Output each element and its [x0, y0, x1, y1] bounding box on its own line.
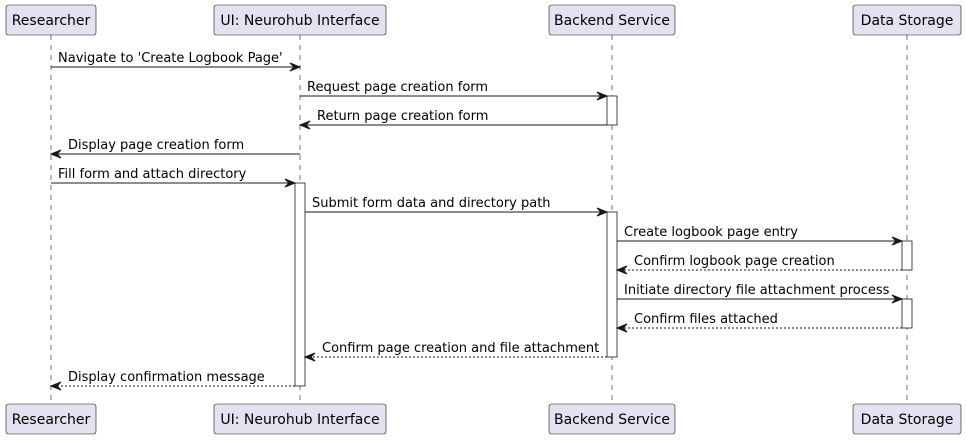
message-1: Navigate to 'Create Logbook Page' [51, 51, 302, 72]
participant-box [852, 403, 962, 435]
message-3: Return page creation form [298, 109, 607, 130]
participant-label: UI: Neurohub Interface [220, 13, 379, 29]
message-label: Navigate to 'Create Logbook Page' [58, 51, 283, 66]
participant-backend-bottom: Backend Service [548, 403, 676, 435]
participant-ui-top: UI: Neurohub Interface [213, 4, 387, 36]
arrowhead-icon [289, 62, 302, 72]
arrowhead-icon [891, 236, 904, 246]
participant-label: Researcher [12, 412, 91, 428]
message-label: Submit form data and directory path [312, 196, 551, 211]
arrowhead-icon [891, 294, 904, 304]
participant-researcher-bottom: Researcher [5, 403, 97, 435]
participant-box [548, 403, 676, 435]
message-label: Fill form and attach directory [58, 167, 247, 182]
participant-storage-bottom: Data Storage [852, 403, 962, 435]
message-5: Fill form and attach directory [51, 167, 297, 188]
message-8: Confirm logbook page creation [615, 254, 902, 275]
participant-backend-top: Backend Service [548, 4, 676, 36]
activation-bar-storage [901, 298, 913, 329]
message-2: Request page creation form [300, 80, 609, 101]
participant-ui-bottom: UI: Neurohub Interface [213, 403, 387, 435]
arrowhead-icon [49, 381, 62, 391]
message-label: Initiate directory file attachment proce… [624, 283, 890, 298]
message-9: Initiate directory file attachment proce… [617, 283, 904, 304]
activation-bar-ui [294, 182, 306, 387]
arrowhead-icon [49, 149, 62, 159]
message-label: Display confirmation message [68, 370, 265, 385]
activation-bars [294, 95, 913, 387]
participant-label: Data Storage [861, 13, 954, 29]
message-label: Create logbook page entry [624, 225, 798, 240]
arrowhead-icon [298, 120, 311, 130]
arrowhead-icon [596, 207, 609, 217]
message-4: Display page creation form [49, 138, 300, 159]
participant-label: Backend Service [554, 13, 670, 29]
participant-researcher-top: Researcher [5, 4, 97, 36]
participant-label: Researcher [12, 13, 91, 29]
participant-label: Data Storage [861, 412, 954, 428]
arrowhead-icon [284, 178, 297, 188]
message-12: Display confirmation message [49, 370, 295, 391]
arrowhead-icon [303, 352, 316, 362]
participant-box [852, 4, 962, 36]
participant-label: UI: Neurohub Interface [220, 412, 379, 428]
participant-box [5, 403, 97, 435]
message-label: Request page creation form [307, 80, 488, 95]
message-10: Confirm files attached [615, 312, 902, 333]
message-11: Confirm page creation and file attachmen… [303, 341, 607, 362]
messages: Navigate to 'Create Logbook Page' Request… [49, 51, 904, 391]
arrowhead-icon [615, 265, 628, 275]
message-label: Return page creation form [317, 109, 488, 124]
arrowhead-icon [615, 323, 628, 333]
participant-box [213, 4, 387, 36]
message-label: Confirm page creation and file attachmen… [322, 341, 599, 356]
message-6: Submit form data and directory path [305, 196, 609, 217]
activation-bar-backend [606, 95, 618, 126]
participant-box [213, 403, 387, 435]
participant-box [548, 4, 676, 36]
message-label: Confirm logbook page creation [634, 254, 835, 269]
activation-bar-backend [606, 211, 618, 358]
message-7: Create logbook page entry [617, 225, 904, 246]
participant-label: Backend Service [554, 412, 670, 428]
message-label: Confirm files attached [634, 312, 778, 327]
arrowhead-icon [596, 91, 609, 101]
participant-box [5, 4, 97, 36]
participant-storage-top: Data Storage [852, 4, 962, 36]
activation-bar-storage [901, 240, 913, 271]
message-label: Display page creation form [68, 138, 244, 153]
